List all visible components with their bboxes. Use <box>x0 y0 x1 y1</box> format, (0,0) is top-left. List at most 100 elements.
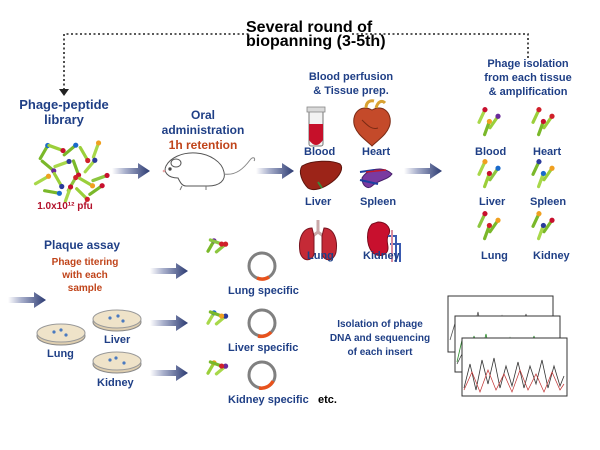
process-arrows <box>8 163 442 381</box>
organ-label-liver: Liver <box>305 196 332 208</box>
biopanning-loop <box>59 33 529 96</box>
petri-dish-kidney <box>92 351 142 374</box>
library-titer: 1.0x10¹² pfu <box>37 201 93 212</box>
phage-particle <box>542 165 555 182</box>
arrow-into-plaque <box>8 292 46 308</box>
phage-particle <box>52 171 65 190</box>
plasmid-liver <box>247 308 277 339</box>
isolation-line3: & amplification <box>488 86 568 98</box>
specific-phage-clusters <box>206 238 229 376</box>
phage-particle <box>91 172 110 183</box>
phage-particle <box>47 143 66 154</box>
spleen-icon <box>359 168 393 189</box>
phage-particle <box>488 113 501 130</box>
petri-dish-lung <box>36 323 86 346</box>
organ-label-kidney: Kidney <box>363 250 400 262</box>
phage-particle <box>542 113 555 130</box>
phage-particle <box>91 140 102 159</box>
phage-particle <box>71 159 82 178</box>
arrow-plaque-to-kidney <box>150 365 188 381</box>
tissue-label-kidney: Kidney <box>533 250 570 262</box>
phage-particle <box>43 189 62 196</box>
etc-label: etc. <box>318 394 337 406</box>
chromatogram-front <box>461 337 568 397</box>
dish-label-lung: Lung <box>47 348 74 360</box>
phage-particle <box>542 217 555 234</box>
phage-particle <box>477 159 488 176</box>
phage-particle <box>77 176 96 189</box>
oral-admin-label: Oral administration 1h retention <box>150 108 256 153</box>
biopanning-label-line1: Several round of <box>246 19 373 36</box>
arrow-oral-to-perfusion <box>256 163 294 179</box>
organ-label-blood: Blood <box>304 146 336 158</box>
petri-dish-liver <box>92 309 142 332</box>
phage-particle <box>63 184 74 203</box>
isolation-line2: from each tissue <box>484 72 572 84</box>
phage-particle <box>537 170 546 189</box>
dish-label-kidney: Kidney <box>97 377 134 389</box>
arrow-library-to-oral <box>112 163 150 179</box>
sequencing-line1: Isolation of phage <box>337 319 423 330</box>
phage-particle <box>78 145 91 164</box>
phage-particle <box>488 217 501 234</box>
phage-particle <box>488 165 501 182</box>
isolated-phage-clusters <box>477 107 555 241</box>
arrow-perfusion-to-isolation <box>404 163 442 179</box>
phage-particle <box>75 187 90 202</box>
phage-particle <box>62 142 79 157</box>
phage-particle <box>53 158 72 169</box>
phage-particle <box>483 170 492 189</box>
phage-particle <box>33 173 52 186</box>
phage-particle <box>531 211 542 228</box>
phage-library-cluster <box>33 140 110 203</box>
phage-particle <box>483 118 492 137</box>
phage-particle <box>531 159 542 176</box>
biopanning-label: Several round of biopanning (3-5th) <box>246 19 386 50</box>
perfusion-line2: & Tissue prep. <box>313 85 389 97</box>
phage-particle <box>477 211 488 228</box>
mouse-illustration <box>162 152 256 191</box>
phage-particle <box>214 313 229 326</box>
arrow-plaque-to-liver <box>150 315 188 331</box>
phage-particle <box>214 363 229 376</box>
organ-label-heart: Heart <box>362 146 391 158</box>
oral-line2: administration <box>161 123 245 137</box>
kidney-specific-label: Kidney specific <box>228 394 309 406</box>
sequencing-chromatograms <box>447 295 568 397</box>
lung-specific-label: Lung specific <box>228 285 299 297</box>
titering-line3: sample <box>67 283 103 294</box>
perfusion-line1: Blood perfusion <box>308 71 394 83</box>
arrow-plaque-to-lung <box>150 263 188 279</box>
lung-icon <box>299 220 337 261</box>
phage-particle <box>537 222 546 241</box>
plasmid-kidney <box>247 360 277 390</box>
library-title: Phage-peptide library <box>10 97 118 127</box>
sequencing-line3: of each insert <box>347 347 413 358</box>
oral-retention: 1h retention <box>168 138 238 152</box>
plasmid-lung <box>247 251 277 281</box>
organ-label-lung: Lung <box>307 250 334 262</box>
phage-particle <box>88 183 105 196</box>
phage-particle <box>208 310 225 319</box>
phage-particle <box>208 360 225 369</box>
perfusion-label: Blood perfusion & Tissue prep. <box>296 70 406 98</box>
phage-particle <box>83 157 98 174</box>
heart-icon <box>353 99 391 147</box>
phage-particle <box>208 238 225 247</box>
tissue-label-spleen: Spleen <box>530 196 567 208</box>
sequencing-line2: DNA and sequencing <box>329 333 431 344</box>
organ-label-spleen: Spleen <box>360 196 397 208</box>
liver-specific-label: Liver specific <box>228 342 299 354</box>
sequencing-label: Isolation of phage DNA and sequencing of… <box>324 318 436 360</box>
phage-particle <box>537 118 546 137</box>
tissue-label-heart: Heart <box>533 146 562 158</box>
biopanning-label-line2: biopanning (3-5th) <box>246 33 386 50</box>
isolation-label: Phage isolation from each tissue & ampli… <box>468 57 588 99</box>
liver-icon <box>299 160 343 191</box>
loop-arrowhead <box>59 89 69 96</box>
oral-line1: Oral <box>190 108 215 122</box>
dish-label-liver: Liver <box>104 334 131 346</box>
titering-line1: Phage titering <box>51 257 119 268</box>
